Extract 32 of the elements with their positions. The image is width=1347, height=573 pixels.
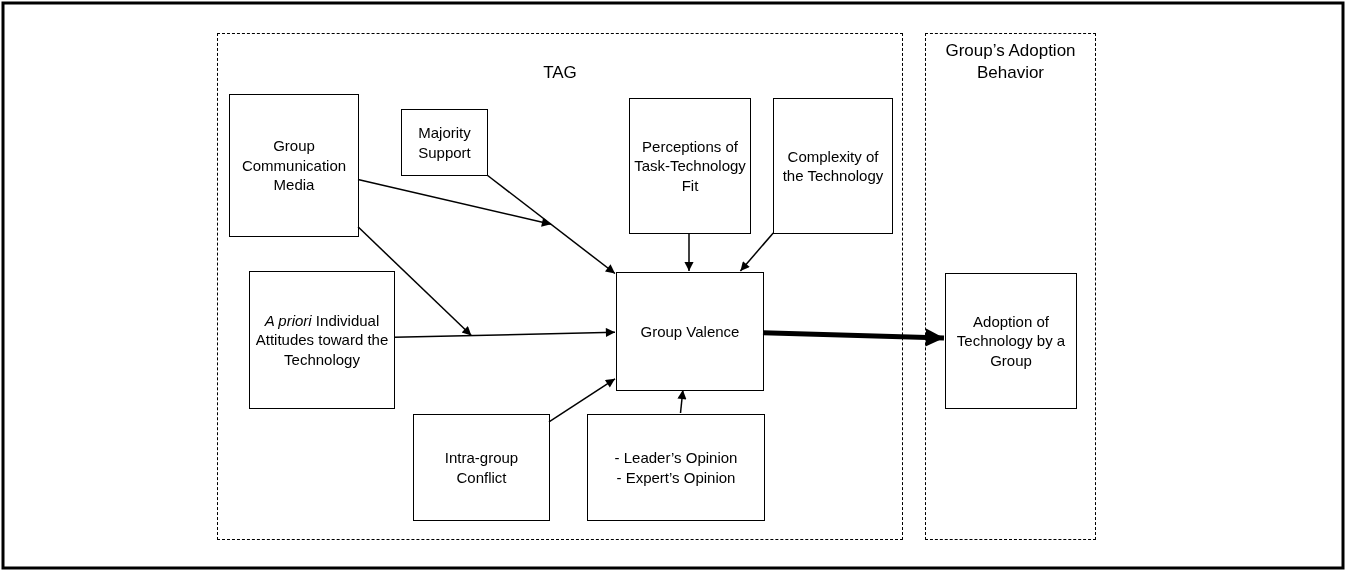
process-box [773,98,893,234]
process-box [229,94,359,237]
arrow [393,327,616,339]
arrow [548,378,616,423]
arrow [677,389,687,414]
node-text: Complexity of the Technology [781,146,885,186]
arrow [762,328,945,347]
dashed-group-box [217,33,903,540]
node-text: - Leader’s Opinion [614,448,738,468]
process-box [945,273,1077,409]
dashed-group-box [925,33,1096,540]
node-text: Majority Support [417,123,472,162]
node-text: Intra-group Conflict [443,448,520,487]
process-box [401,109,488,176]
node-text: Group Communication Media [240,136,348,195]
process-box [629,98,751,234]
process-box [249,271,395,409]
node-text: Perceptions of Task-Technology Fit [634,136,746,196]
group-title: TAG [542,62,578,84]
arrow [357,226,473,337]
arrow [684,232,694,272]
node-text: Group Valence [640,321,740,342]
node-text: Adoption of Technology by a Group [955,311,1067,371]
arrow [739,232,774,272]
arrow [486,174,616,275]
process-box [616,272,764,391]
process-box [587,414,765,521]
node-text: - Expert’s Opinion [616,467,736,487]
group-title: Group’s Adoption Behavior [944,40,1077,85]
node-text: A priori Individual Attitudes toward the Technology [254,310,390,370]
process-box [413,414,550,521]
arrow [357,178,552,227]
